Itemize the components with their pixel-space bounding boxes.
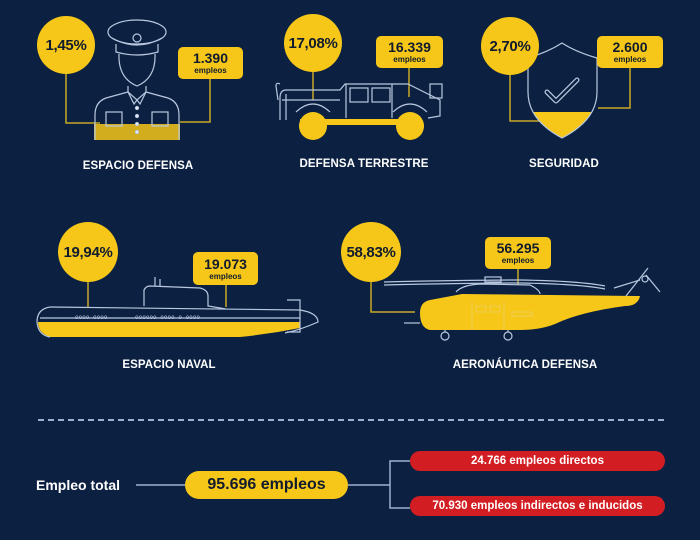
svg-text:oooo oooo: oooo oooo [75, 314, 108, 321]
dashed-divider [38, 419, 664, 421]
employees-box-seguridad: 2.600 empleos [597, 36, 663, 68]
total-employment-value: 95.696 empleos [207, 476, 326, 493]
total-employment-label: Empleo total [36, 477, 121, 493]
employees-unit: empleos [501, 256, 535, 265]
employees-unit: empleos [209, 271, 242, 281]
employees-value: 1.390 [192, 50, 229, 66]
employees-box-aeronautica-defensa: 56.295 empleos [485, 237, 551, 269]
percent-value: 19,94% [63, 243, 113, 261]
employees-value: 2.600 [612, 39, 648, 55]
total-employment-pill: 95.696 empleos [185, 471, 348, 499]
direct-employment-value: 24.766 empleos directos [471, 455, 604, 467]
employees-unit: empleos [613, 55, 647, 64]
submarine-icon: oooo oooo oooooo oooo o oooo [36, 277, 319, 338]
percent-circle-espacio-defensa: 1,45% [37, 16, 95, 74]
military-vehicle-icon [275, 82, 443, 140]
direct-employment-pill: 24.766 empleos directos [410, 451, 665, 471]
percent-circle-espacio-naval: 19,94% [58, 222, 118, 282]
percent-value: 17,08% [288, 34, 338, 52]
soldier-icon [94, 19, 180, 140]
percent-circle-seguridad: 2,70% [481, 17, 539, 75]
helicopter-icon [383, 267, 661, 341]
employees-box-espacio-defensa: 1.390 empleos [178, 47, 243, 79]
employees-box-defensa-terrestre: 16.339 empleos [376, 36, 443, 68]
sector-label-espacio-defensa: ESPACIO DEFENSA [82, 160, 194, 172]
sector-label-aeronautica-defensa: AERONÁUTICA DEFENSA [452, 359, 598, 371]
indirect-employment-pill: 70.930 empleos indirectos e inducidos [410, 496, 665, 516]
employees-value: 56.295 [496, 240, 540, 256]
sector-label-defensa-terrestre: DEFENSA TERRESTRE [299, 158, 429, 170]
percent-value: 58,83% [346, 243, 396, 261]
employees-value: 16.339 [388, 39, 431, 55]
percent-value: 2,70% [489, 37, 531, 55]
employees-value: 19.073 [204, 255, 247, 272]
percent-circle-aeronautica-defensa: 58,83% [341, 222, 401, 282]
sector-label-espacio-naval: ESPACIO NAVAL [122, 359, 216, 371]
svg-text:oooooo oooo o oooo: oooooo oooo o oooo [135, 314, 200, 321]
indirect-employment-value: 70.930 empleos indirectos e inducidos [432, 500, 643, 512]
sector-label-seguridad: SEGURIDAD [529, 158, 599, 170]
employees-unit: empleos [194, 66, 227, 75]
percent-circle-defensa-terrestre: 17,08% [284, 14, 342, 72]
employees-unit: empleos [393, 55, 426, 64]
percent-value: 1,45% [45, 36, 87, 54]
employees-box-espacio-naval: 19.073 empleos [193, 252, 258, 285]
